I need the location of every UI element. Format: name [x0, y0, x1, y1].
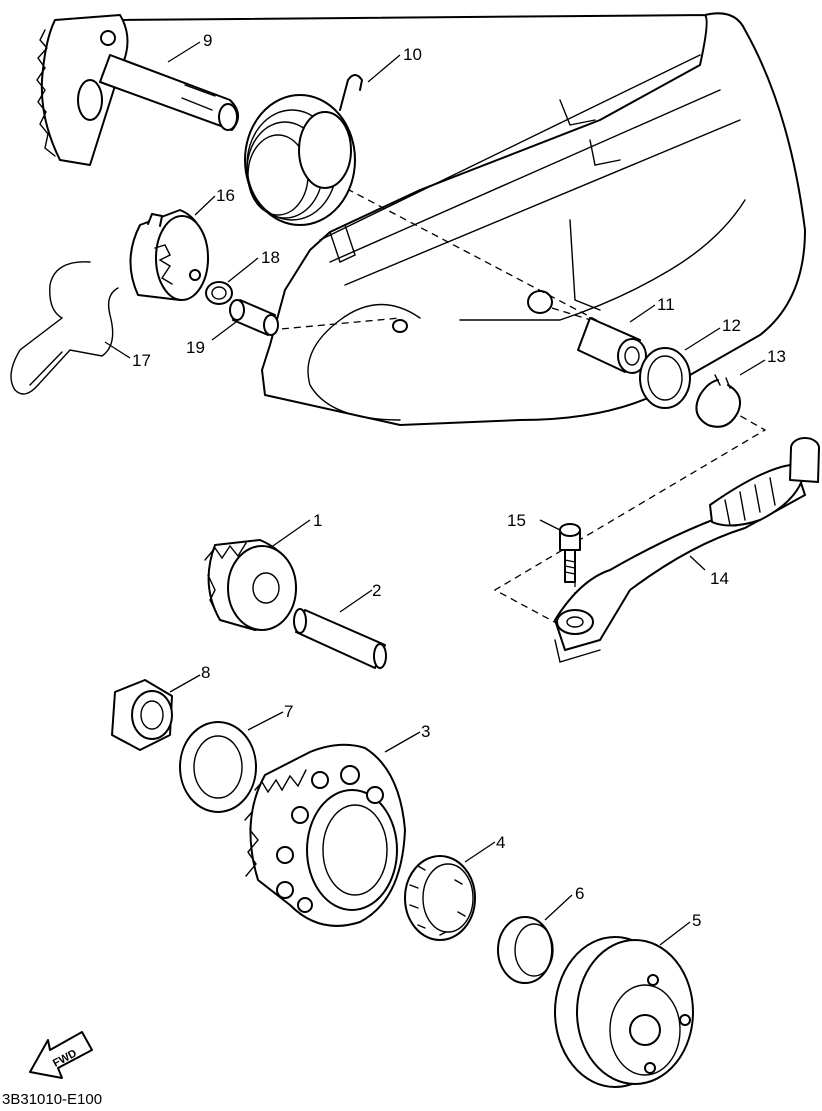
part-label-11: 11: [657, 295, 675, 314]
part-label-15: 15: [507, 511, 526, 530]
small-washer: [205, 281, 233, 305]
part-label-8: 8: [201, 663, 210, 682]
leader-lines: [104, 41, 766, 946]
part-label-16: 16: [216, 186, 235, 205]
part-label-6: 6: [575, 884, 584, 903]
part-label-9: 9: [203, 31, 212, 50]
kick-starter-shaft: [36, 14, 239, 166]
part-label-1: 1: [313, 511, 322, 530]
part-label-19: 19: [186, 338, 205, 357]
gear-pin: [293, 608, 387, 669]
crankcase-cover: [114, 12, 806, 426]
ratchet: [129, 209, 209, 301]
clip-spring: [10, 261, 119, 395]
one-way-clutch: [554, 936, 694, 1088]
circlip: [695, 374, 741, 428]
part-label-5: 5: [692, 911, 701, 930]
starter-wheel-gear: [244, 743, 406, 927]
small-collar: [229, 299, 279, 336]
shaft-collar: [577, 317, 647, 374]
part-label-3: 3: [421, 722, 430, 741]
needle-bearing: [404, 855, 476, 941]
part-label-17: 17: [132, 351, 151, 370]
drive-gear: [204, 539, 297, 631]
drawing-code: 3B31010-E100: [2, 1091, 103, 1108]
part-label-14: 14: [710, 569, 729, 588]
thrust-washer: [179, 721, 257, 813]
kick-crank: [554, 437, 820, 663]
torsion-spring: [244, 74, 363, 226]
part-label-4: 4: [496, 833, 505, 852]
part-label-18: 18: [261, 248, 280, 267]
forward-direction-arrow: FWD: [29, 1031, 93, 1079]
part-label-12: 12: [722, 316, 741, 335]
part-label-2: 2: [372, 581, 381, 600]
bearing-collar: [497, 916, 554, 984]
part-labels: 1 2 3 4 5 6 7 8 9 10 11 12 13 14 15 16 1…: [132, 31, 786, 930]
shaft-washer: [639, 347, 691, 409]
crank-bolt: [559, 523, 581, 583]
part-label-10: 10: [403, 45, 422, 64]
part-label-13: 13: [767, 347, 786, 366]
part-label-7: 7: [284, 702, 293, 721]
hex-nut: [111, 679, 173, 751]
